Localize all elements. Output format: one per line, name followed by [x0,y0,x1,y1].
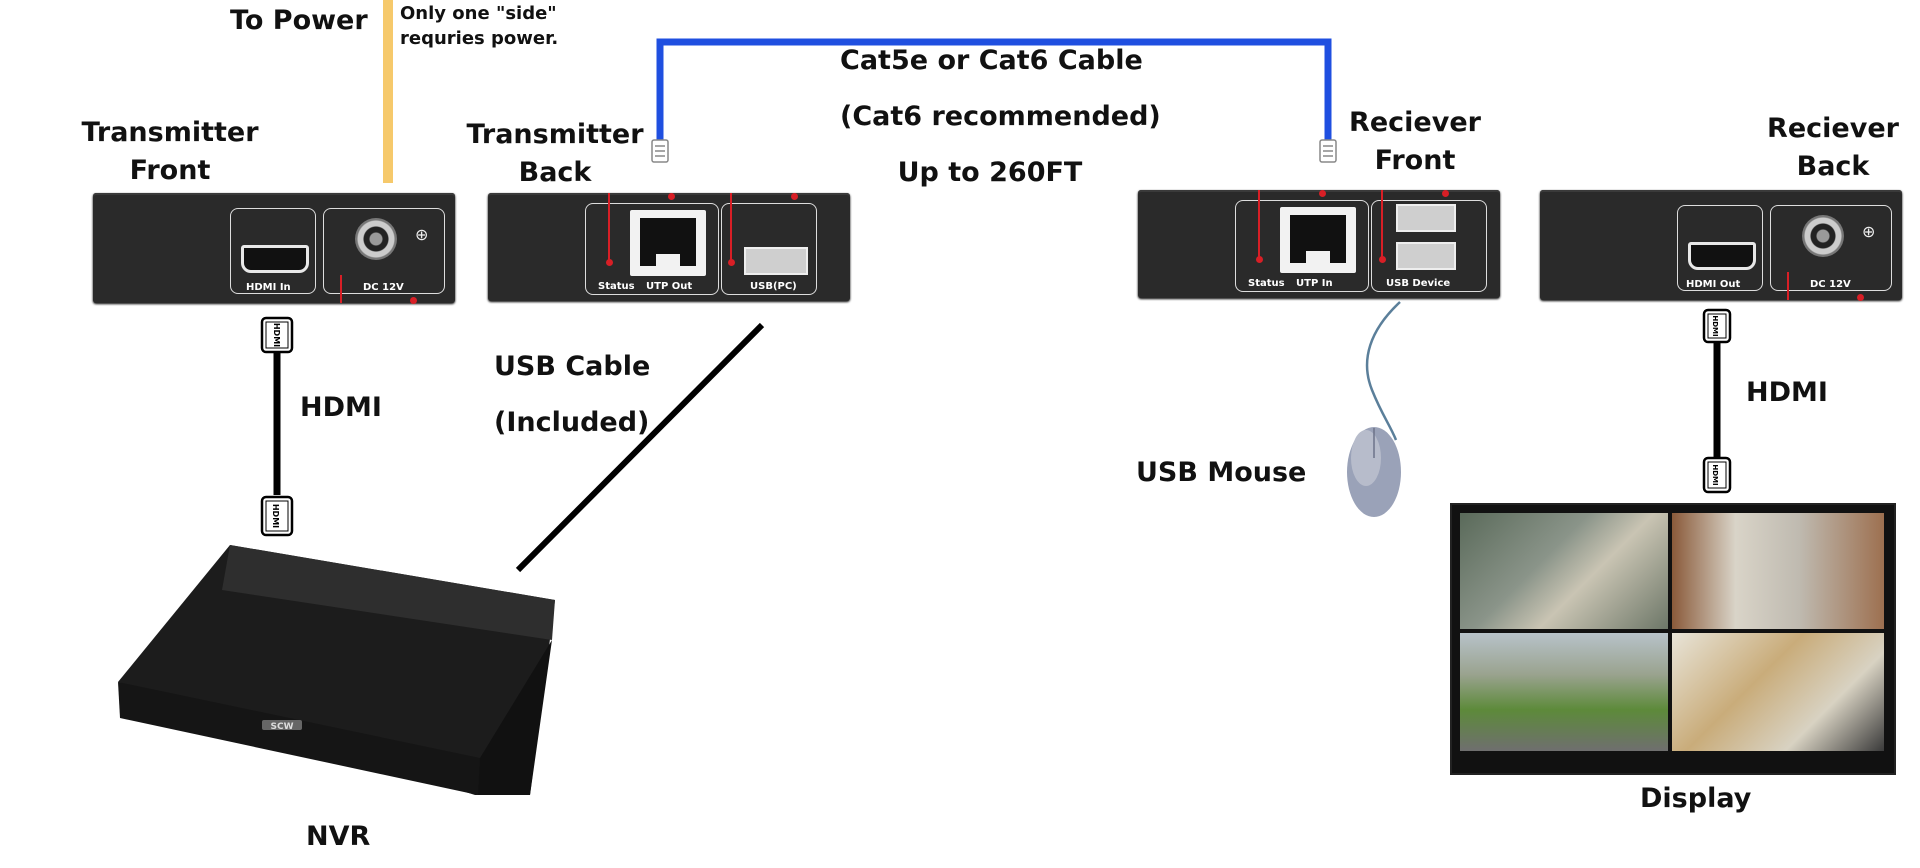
network-cable [656,38,1332,140]
label-usb-mouse: USB Mouse [1136,457,1307,488]
label-cable-length: Up to 260FT [897,157,1083,188]
port-label-hdmi-in: HDMI In [246,282,291,293]
transmitter-back-device: Status UTP Out USB(PC) [488,193,850,301]
camera-feed-2 [1672,513,1884,629]
callout-line [1787,272,1789,300]
usb-port-icon [1396,204,1456,232]
label-hdmi-left: HDMI [300,392,382,423]
dc12v-panel [323,208,445,294]
camera-feed-1 [1460,513,1668,629]
nvr-logo-badge [262,720,302,730]
camera-feed-3 [1460,633,1668,751]
label-usb-cable: USB Cable [494,351,651,382]
label-usb-cable-included: (Included) [494,407,650,438]
hdmi-connector-text: HDMI [272,323,281,347]
port-label-hdmi-out: HDMI Out [1686,279,1741,290]
hdmi-connector-bottom-right: HDMI [1702,456,1732,494]
hdmi-port-icon [241,245,309,273]
port-label-status: Status [598,281,635,292]
usb-device-panel [1371,200,1487,292]
usb-port-icon [1396,242,1456,270]
port-label-dc12v: DC 12V [363,282,404,293]
transmitter-front-device: HDMI In ⊕ DC 12V [93,193,455,304]
callout-dot [606,259,613,266]
callout-line [730,193,732,263]
port-label-usb-device: USB Device [1386,278,1451,289]
label-display: Display [1640,783,1752,814]
callout-dot [728,259,735,266]
label-cable-recommend: (Cat6 recommended) [840,101,1161,132]
label-nvr: NVR [306,821,371,852]
label-transmitter-back-2: Back [518,157,592,188]
callout-dot [1379,256,1386,263]
hdmi-connector-top-right: HDMI [1702,308,1732,344]
hdmi-port-icon [1688,242,1756,270]
label-hdmi-right: HDMI [1746,377,1828,408]
hdmi-in-panel [230,208,316,294]
rj45-port-icon [1280,207,1356,273]
rj45-plug-left [651,139,669,163]
callout-line [1258,190,1260,260]
label-receiver-front-2: Front [1374,145,1456,176]
polarity-icon: ⊕ [1862,222,1876,241]
label-receiver-back-1: Reciever [1767,113,1899,144]
rj45-port-icon [630,210,706,276]
usb-cable [515,322,765,573]
label-to-power: To Power [230,5,368,36]
display-monitor [1450,503,1896,775]
utp-in-panel [1235,200,1369,292]
label-transmitter-back-1: Transmitter [466,119,644,150]
callout-line [608,193,610,263]
label-transmitter-front-2: Front [129,155,211,186]
nvr-device: SCW [118,545,555,795]
usb-pc-panel [721,203,817,295]
hdmi-out-panel [1677,205,1763,291]
hdmi-connector-text: HDMI [1711,464,1719,485]
receiver-front-device: Status UTP In USB Device [1138,190,1500,298]
mouse-cord [1365,301,1401,441]
hdmi-connector-text: HDMI [1711,315,1719,336]
rj45-plug-right [1319,139,1337,163]
dc-jack-icon [355,218,397,260]
label-receiver-front-1: Reciever [1349,107,1481,138]
port-label-status: Status [1248,278,1285,289]
usb-mouse-icon [1347,427,1401,517]
callout-dot [1319,190,1326,197]
callout-line [1381,190,1383,260]
callout-dot [1857,294,1864,301]
hdmi-connector-bottom-left: HDMI [260,495,294,537]
port-label-usb-pc: USB(PC) [750,281,797,292]
callout-dot [1442,190,1449,197]
receiver-back-device: HDMI Out ⊕ DC 12V [1540,190,1902,301]
label-power-note-2: requries power. [400,28,559,49]
hdmi-connector-top-left: HDMI [260,316,294,354]
callout-dot [668,193,675,200]
hdmi-connector-text: HDMI [271,504,280,528]
callout-dot [1256,256,1263,263]
label-receiver-back-2: Back [1796,151,1870,182]
port-label-utp-in: UTP In [1296,278,1333,289]
polarity-icon: ⊕ [415,225,429,244]
port-label-dc12v: DC 12V [1810,279,1851,290]
camera-feed-4 [1672,633,1884,751]
power-cable [383,0,393,183]
label-power-note-1: Only one "side" [400,3,557,24]
utp-out-panel [585,203,719,295]
callout-line [340,275,342,303]
port-label-utp-out: UTP Out [646,281,693,292]
usb-port-icon [744,247,808,275]
dc-jack-icon [1802,215,1844,257]
nvr-brand-text: SCW [270,722,293,732]
dc12v-panel [1770,205,1892,291]
callout-dot [791,193,798,200]
label-transmitter-front-1: Transmitter [81,117,259,148]
label-cable-type: Cat5e or Cat6 Cable [840,45,1143,76]
callout-dot [410,297,417,304]
